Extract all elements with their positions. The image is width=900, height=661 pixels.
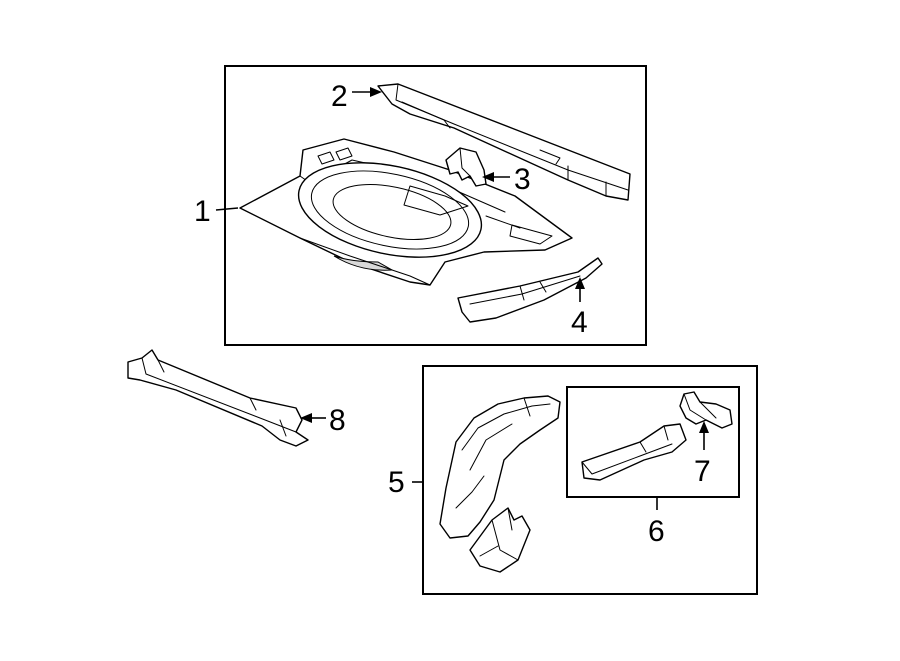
callout-2: 2 (331, 80, 348, 113)
small-bracket (445, 147, 487, 187)
callout-5: 5 (388, 466, 405, 499)
callout-4: 4 (571, 306, 588, 339)
callout-7: 7 (694, 455, 711, 488)
upper-group-frame (224, 65, 647, 346)
callout-1: 1 (194, 195, 211, 228)
rear-floor-pan (239, 138, 573, 286)
upper-cross-member (377, 83, 631, 201)
callout-3: 3 (514, 163, 531, 196)
sub-group-frame (566, 386, 740, 498)
callout-6: 6 (648, 515, 665, 548)
wheelhouse-panel (439, 395, 561, 539)
sub-rail (581, 423, 687, 481)
rail-extension (457, 257, 603, 323)
floor-rail (127, 349, 309, 447)
clip-bracket (679, 391, 733, 429)
callout-8: 8 (329, 404, 346, 437)
lower-group-frame (422, 365, 758, 595)
wheelhouse-bracket (469, 507, 531, 573)
leaders (215, 87, 709, 510)
